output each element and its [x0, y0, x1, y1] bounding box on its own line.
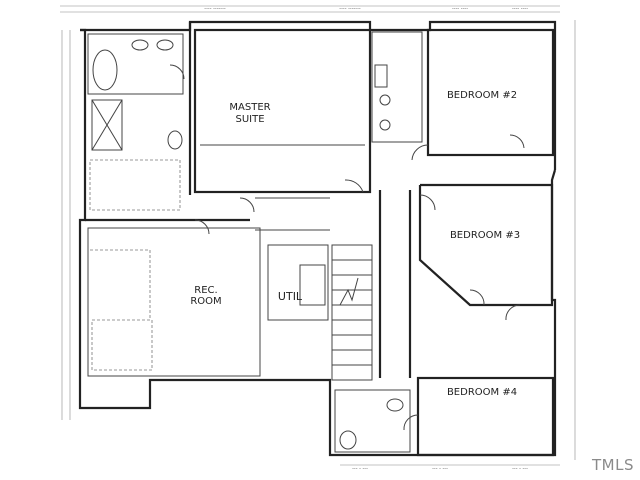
watermark-logo: TMLS — [592, 456, 634, 474]
door-swings — [169, 64, 525, 431]
rec-room-label-2: ROOM — [190, 296, 221, 307]
svg-text:--- - ---: --- - --- — [432, 466, 448, 472]
bedroom-2 — [371, 28, 555, 157]
master-suite — [193, 28, 372, 194]
dimension-marks: ---- ------- ---- ------- ---- ---- ----… — [204, 6, 528, 472]
master-bath — [87, 33, 184, 211]
bedroom-4 — [334, 376, 555, 457]
svg-text:---- ----: ---- ---- — [452, 6, 468, 12]
bedroom-3 — [418, 183, 554, 307]
bedroom-4-label: BEDROOM #4 — [447, 387, 517, 398]
svg-text:---- ----: ---- ---- — [512, 6, 528, 12]
svg-text:--- - ---: --- - --- — [352, 466, 368, 472]
stairs — [331, 244, 373, 381]
hallway — [255, 190, 412, 378]
master-suite-label-2: SUITE — [235, 114, 264, 125]
bedroom-2-label: BEDROOM #2 — [447, 90, 517, 101]
rec-room — [87, 227, 261, 377]
dimension-lines — [60, 5, 576, 466]
svg-text:---- -------: ---- ------- — [339, 6, 361, 12]
master-suite-label-1: MASTER — [229, 102, 270, 113]
rec-room-label-1: REC. — [194, 285, 217, 296]
svg-text:--- - ---: --- - --- — [512, 466, 528, 472]
util-label: UTIL — [278, 290, 303, 303]
svg-text:---- -------: ---- ------- — [204, 6, 226, 12]
bedroom-3-label: BEDROOM #3 — [450, 230, 520, 241]
